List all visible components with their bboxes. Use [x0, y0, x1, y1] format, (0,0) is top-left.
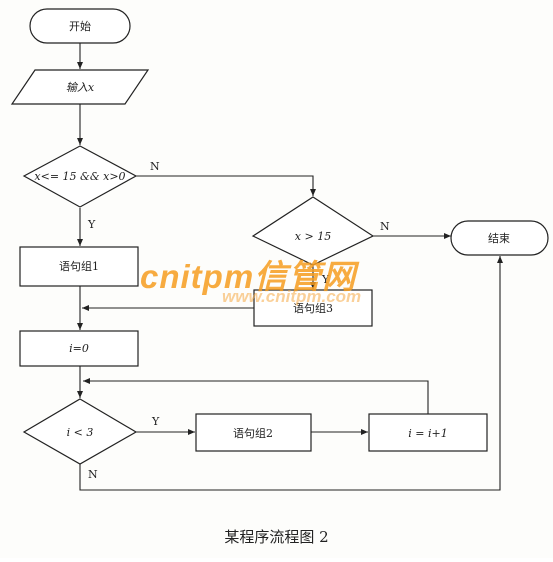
block1-box: [19, 246, 139, 287]
cond1-yes-label: Y: [87, 218, 96, 231]
start-label: 开始: [69, 19, 91, 33]
start-terminal: [29, 8, 131, 44]
branch-labels: N Y N Y Y N: [87, 160, 390, 481]
connectors: [77, 43, 503, 491]
nodes: [10, 8, 549, 465]
cond1-no-label: N: [150, 160, 160, 173]
arrow-cond3-no-to-end: [79, 256, 503, 491]
block3-box: [253, 289, 373, 327]
init-label: i=0: [69, 342, 89, 355]
block3-label: 语句组3: [293, 301, 333, 315]
cond1-label: x<= 15 && x>0: [34, 170, 125, 183]
condition-diamond-3: [22, 398, 138, 465]
node-labels: 开始 输入x x<= 15 && x>0 x > 15 结束 语句组1 语句组3…: [34, 19, 510, 440]
init-box: [19, 330, 139, 367]
input-label: 输入x: [66, 81, 95, 94]
end-terminal: [450, 220, 549, 256]
watermark-url: www.cnitpm.com: [222, 287, 362, 306]
block1-label: 语句组1: [59, 259, 99, 273]
block2-box: [195, 413, 312, 452]
block2-label: 语句组2: [233, 426, 273, 440]
increment-label: i = i+1: [408, 427, 447, 440]
cond2-yes-label: Y: [321, 273, 330, 286]
condition-diamond-2: [251, 196, 375, 266]
cond3-no-label: N: [88, 468, 98, 481]
arrow-cond1-no: [136, 175, 316, 196]
cond3-yes-label: Y: [151, 415, 160, 428]
condition-diamond-1: [22, 145, 138, 208]
end-label: 结束: [488, 232, 510, 245]
cond2-no-label: N: [380, 220, 390, 233]
increment-box: [368, 413, 488, 452]
cond2-label: x > 15: [295, 230, 331, 243]
watermark-logo: cnitpm信管网: [140, 258, 357, 295]
cond3-label: i < 3: [67, 426, 94, 439]
figure-caption: 某程序流程图 2: [224, 528, 329, 546]
input-parallelogram: [10, 69, 150, 105]
arrow-loop-back: [83, 378, 429, 414]
